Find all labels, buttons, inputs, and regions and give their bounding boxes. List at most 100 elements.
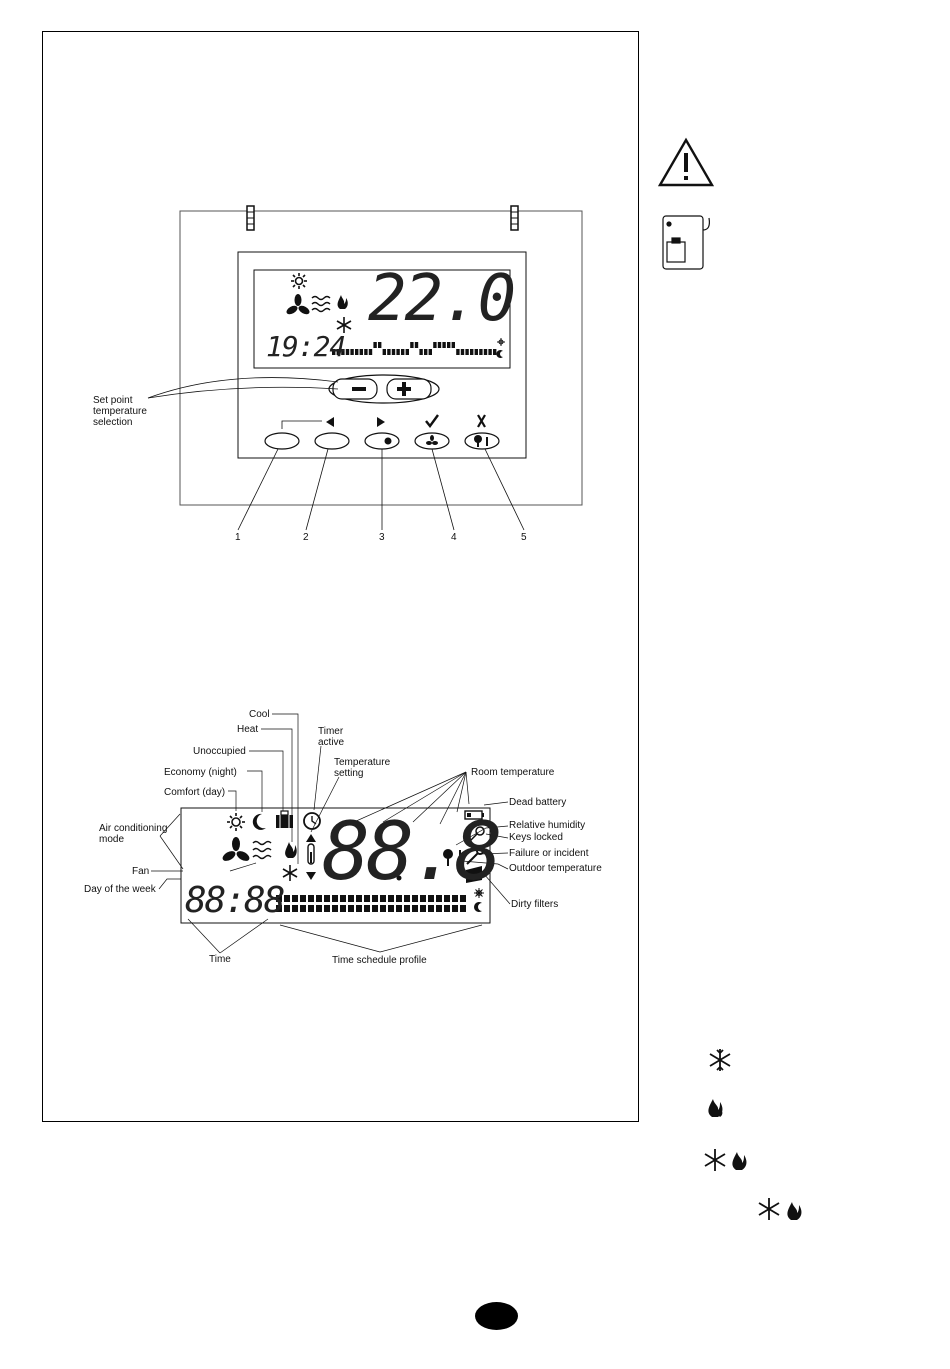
setpoint-label-line: temperature xyxy=(93,406,147,417)
schedule-bar xyxy=(368,349,373,355)
label-time-schedule: Time schedule profile xyxy=(332,955,427,966)
schedule-bar xyxy=(316,895,322,902)
sun-icon xyxy=(384,437,392,445)
schedule-bar xyxy=(452,895,458,902)
label-temp-setting-line: setting xyxy=(334,768,364,779)
schedule-bar xyxy=(387,349,391,355)
schedule-bar xyxy=(405,349,409,355)
schedule-bar xyxy=(420,895,426,902)
schedule-bar xyxy=(404,905,410,912)
label-failure: Failure or incident xyxy=(509,848,589,859)
heat-flame-icon xyxy=(285,842,297,858)
schedule-bar xyxy=(276,895,282,902)
tree-icon xyxy=(474,435,488,447)
schedule-bar xyxy=(420,905,426,912)
schedule-bar xyxy=(348,905,354,912)
mount-clip-left xyxy=(246,205,255,231)
schedule-bar xyxy=(414,342,419,348)
schedule-bar xyxy=(324,905,330,912)
label-economy: Economy (night) xyxy=(164,767,237,778)
setpoint-label-line: Set point xyxy=(93,395,133,406)
label-temperature-setting: Temperature setting xyxy=(334,757,390,779)
setpoint-label: Set point temperature selection xyxy=(93,395,147,428)
schedule-bar-grid xyxy=(276,895,466,912)
schedule-bar xyxy=(474,349,478,355)
label-relative-humidity: Relative humidity xyxy=(509,820,586,831)
arrow-corner-icon xyxy=(281,420,322,429)
schedule-bar xyxy=(378,342,382,348)
small-moon-icon xyxy=(496,349,503,358)
schedule-bar xyxy=(460,349,465,355)
schedule-bar xyxy=(465,349,469,355)
thermostat-device-illustration xyxy=(147,137,715,531)
heat-flame-icon xyxy=(708,1099,723,1117)
left-arrow-icon xyxy=(326,417,334,427)
air-waves-icon xyxy=(252,840,272,860)
schedule-bar xyxy=(442,342,446,348)
schedule-bar xyxy=(340,905,346,912)
mode-icons-column xyxy=(704,1049,802,1220)
schedule-bar xyxy=(300,895,306,902)
key-icon xyxy=(466,826,485,846)
schedule-bar xyxy=(436,895,442,902)
label-timer-active: Timer active xyxy=(318,726,344,748)
schedule-bar xyxy=(364,895,370,902)
schedule-bar xyxy=(316,905,322,912)
schedule-bar xyxy=(364,905,370,912)
label-room-temperature: Room temperature xyxy=(471,767,555,778)
setpoint-label-line: selection xyxy=(93,417,133,428)
label-temp-setting-line: Temperature xyxy=(334,757,391,768)
schedule-bar xyxy=(493,349,497,355)
button-number-2: 2 xyxy=(303,532,309,543)
fan-icon xyxy=(426,435,438,445)
sun-icon xyxy=(291,273,307,289)
small-sun-icon xyxy=(497,338,505,346)
schedule-bar xyxy=(470,349,474,355)
button-number-1: 1 xyxy=(235,532,241,543)
schedule-bar xyxy=(308,905,314,912)
schedule-bar xyxy=(332,895,338,902)
button-number-4: 4 xyxy=(451,532,457,543)
label-timer-line: Timer xyxy=(318,726,344,737)
clock-digits: 88:88 xyxy=(185,880,285,921)
schedule-bar xyxy=(424,349,428,355)
schedule-bar xyxy=(308,895,314,902)
label-timer-line: active xyxy=(318,737,345,748)
clock-icon xyxy=(303,812,321,830)
setpoint-readout: 22.0 xyxy=(368,262,516,336)
heat-flame-icon xyxy=(337,295,348,309)
heat-flame-icon xyxy=(787,1202,802,1220)
schedule-bar xyxy=(380,905,386,912)
label-dead-battery: Dead battery xyxy=(509,797,567,808)
schedule-bar xyxy=(355,349,359,355)
small-sun-icon xyxy=(474,888,484,898)
sun-icon xyxy=(227,813,245,831)
schedule-bar xyxy=(488,349,492,355)
tree-icon xyxy=(443,849,463,866)
heat-flame-icon xyxy=(732,1152,747,1170)
mount-clip-right xyxy=(510,205,519,231)
schedule-bar xyxy=(348,895,354,902)
display-legend-illustration xyxy=(151,713,511,954)
fan-icon xyxy=(222,837,250,861)
schedule-bar xyxy=(436,905,442,912)
warning-icon xyxy=(657,137,715,187)
schedule-bar xyxy=(300,905,306,912)
schedule-bar xyxy=(483,349,488,355)
moon-icon xyxy=(252,813,266,830)
snowflake-icon xyxy=(282,865,298,881)
schedule-bar xyxy=(372,895,378,902)
schedule-bar xyxy=(356,905,362,912)
schedule-bar xyxy=(428,905,434,912)
schedule-bar xyxy=(396,895,402,902)
schedule-bar xyxy=(292,905,298,912)
snowflake-icon xyxy=(709,1049,731,1071)
room-temperature-digits: 88.8 xyxy=(322,805,503,898)
schedule-bar xyxy=(460,905,466,912)
label-keys-locked: Keys locked xyxy=(509,832,563,843)
label-comfort: Comfort (day) xyxy=(164,787,226,798)
schedule-bar xyxy=(359,349,363,355)
schedule-bar xyxy=(447,342,451,348)
schedule-bar xyxy=(452,905,458,912)
label-outdoor-temperature: Outdoor temperature xyxy=(509,863,602,874)
